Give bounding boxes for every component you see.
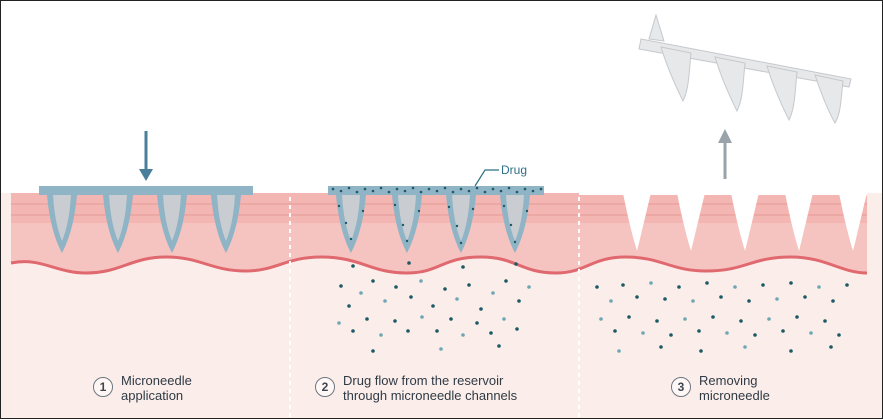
step-1-line2: application (121, 388, 184, 403)
skin-border-line (10, 255, 868, 275)
step-2-caption: 2 Drug flow from the reservoir through m… (315, 373, 517, 403)
step-3-line1: Removing (699, 373, 758, 388)
drug-label-leader (474, 169, 499, 187)
step-1-line1: Microneedle (121, 373, 192, 388)
step-3-caption: 3 Removing microneedle (671, 373, 770, 403)
step-2-number: 2 (315, 377, 335, 397)
removed-microneedle-patch (638, 13, 852, 124)
microneedle-patch-1 (39, 186, 253, 253)
step-3-line2: microneedle (699, 388, 770, 403)
step-3-number: 3 (671, 377, 691, 397)
white-top-area (1, 1, 882, 193)
diffused-drug-dots-panel-2 (337, 261, 531, 353)
step-1-caption: 1 Microneedle application (93, 373, 192, 403)
needle-holes-panel-3 (623, 193, 867, 251)
step-2-line1: Drug flow from the reservoir (343, 373, 504, 388)
step-1-number: 1 (93, 377, 113, 397)
diffused-drug-dots-panel-3 (595, 281, 849, 353)
drug-label: Drug (501, 163, 528, 177)
arrow-up-icon (718, 129, 732, 179)
epidermis-band (11, 193, 867, 223)
step-2-line2: through microneedle channels (343, 388, 518, 403)
arrow-down-icon (139, 131, 153, 181)
drug-reservoir-dots (331, 186, 543, 245)
